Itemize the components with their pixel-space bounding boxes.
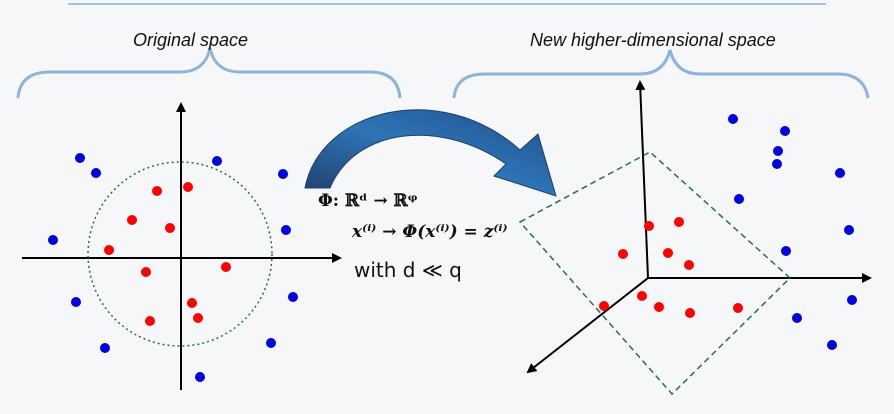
blue-point bbox=[266, 338, 276, 348]
transform-formula: x⁽ⁱ⁾ → Φ(x⁽ⁱ⁾) = z⁽ⁱ⁾ bbox=[352, 222, 508, 242]
red-point bbox=[599, 301, 609, 311]
red-point bbox=[221, 262, 231, 272]
red-point bbox=[104, 245, 114, 255]
original-points bbox=[48, 153, 298, 382]
red-point bbox=[674, 217, 684, 227]
red-point bbox=[654, 302, 664, 312]
blue-point bbox=[734, 194, 744, 204]
y3-axis bbox=[526, 277, 649, 374]
right-brace bbox=[452, 49, 870, 99]
red-point bbox=[165, 223, 175, 233]
blue-point bbox=[728, 114, 738, 124]
red-point bbox=[127, 215, 137, 225]
red-point bbox=[663, 248, 673, 258]
blue-point bbox=[780, 126, 790, 136]
red-point bbox=[644, 221, 654, 231]
blue-point bbox=[212, 156, 222, 166]
blue-point bbox=[75, 153, 85, 163]
red-point bbox=[684, 260, 694, 270]
blue-point bbox=[772, 159, 782, 169]
red-point bbox=[193, 313, 203, 323]
curved-arrow-icon bbox=[304, 109, 557, 197]
blue-point bbox=[91, 168, 101, 178]
blue-point bbox=[792, 313, 802, 323]
left-brace bbox=[16, 47, 402, 99]
blue-point bbox=[288, 292, 298, 302]
mapping-formula: Φ: ℝᵈ → ℝᵠ bbox=[318, 191, 418, 211]
dimension-condition: with d ≪ q bbox=[354, 258, 462, 282]
red-point bbox=[141, 267, 151, 277]
original-space-axes bbox=[22, 102, 342, 390]
blue-point bbox=[71, 297, 81, 307]
blue-point bbox=[100, 343, 110, 353]
blue-point bbox=[278, 169, 288, 179]
blue-point bbox=[847, 295, 857, 305]
red-point bbox=[187, 298, 197, 308]
blue-point bbox=[781, 246, 791, 256]
blue-point bbox=[281, 225, 291, 235]
blue-point bbox=[844, 225, 854, 235]
blue-point bbox=[773, 146, 783, 156]
blue-point bbox=[827, 340, 837, 350]
feature-space-axes bbox=[526, 80, 872, 374]
z-axis bbox=[635, 80, 649, 279]
red-point bbox=[637, 291, 647, 301]
red-point bbox=[733, 303, 743, 313]
red-point bbox=[183, 182, 193, 192]
red-point bbox=[145, 316, 155, 326]
mapped-points bbox=[599, 114, 857, 350]
blue-point bbox=[48, 235, 58, 245]
blue-point bbox=[195, 372, 205, 382]
caption-new-space: New higher-dimensional space bbox=[530, 30, 776, 50]
red-point bbox=[685, 308, 695, 318]
red-point bbox=[152, 186, 162, 196]
separating-plane bbox=[518, 151, 792, 396]
decision-circle bbox=[87, 161, 273, 347]
red-point bbox=[618, 249, 628, 259]
caption-original-space: Original space bbox=[133, 30, 249, 50]
blue-point bbox=[835, 168, 845, 178]
